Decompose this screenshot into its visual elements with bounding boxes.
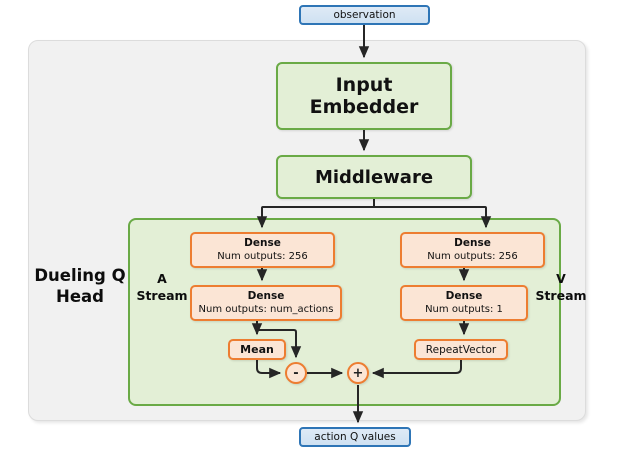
action-q-values-node[interactable]: action Q values <box>299 427 411 447</box>
observation-label: observation <box>333 9 396 21</box>
a-stream-label-line2: Stream <box>136 288 188 303</box>
a-stream-dense2-subtitle: Num outputs: num_actions <box>198 304 334 315</box>
v-stream-dense2-subtitle: Num outputs: 1 <box>425 304 503 315</box>
v-stream-label: V Stream <box>533 270 589 304</box>
a-stream-label: A Stream <box>134 270 190 304</box>
v-stream-label-line1: V <box>556 271 566 286</box>
dueling-q-head-label: Dueling Q Head <box>34 265 126 307</box>
add-operator-icon[interactable]: + <box>347 362 369 384</box>
a-stream-dense2-title: Dense <box>247 290 285 302</box>
dueling-q-head-label-line1: Dueling Q <box>34 266 126 285</box>
input-embedder-node[interactable]: Input Embedder <box>276 62 452 130</box>
subtract-operator-symbol: - <box>293 365 299 381</box>
subtract-operator-icon[interactable]: - <box>285 362 307 384</box>
a-stream-dense2-node[interactable]: Dense Num outputs: num_actions <box>190 285 342 321</box>
v-stream-dense1-node[interactable]: Dense Num outputs: 256 <box>400 232 545 268</box>
repeat-vector-label: RepeatVector <box>425 343 497 356</box>
middleware-node[interactable]: Middleware <box>276 155 472 199</box>
add-operator-symbol: + <box>352 365 364 381</box>
mean-label: Mean <box>240 343 274 356</box>
middleware-label: Middleware <box>314 166 434 188</box>
v-stream-dense1-subtitle: Num outputs: 256 <box>427 251 518 262</box>
dueling-q-head-label-line2: Head <box>56 287 104 306</box>
mean-node[interactable]: Mean <box>228 339 286 360</box>
v-stream-dense2-node[interactable]: Dense Num outputs: 1 <box>400 285 528 321</box>
a-stream-dense1-node[interactable]: Dense Num outputs: 256 <box>190 232 335 268</box>
input-embedder-label: Input Embedder <box>309 74 419 118</box>
a-stream-label-line1: A <box>157 271 167 286</box>
v-stream-dense1-title: Dense <box>454 237 491 249</box>
observation-node[interactable]: observation <box>299 5 430 25</box>
a-stream-dense1-title: Dense <box>244 237 281 249</box>
a-stream-dense1-subtitle: Num outputs: 256 <box>217 251 308 262</box>
v-stream-dense2-title: Dense <box>445 290 483 302</box>
repeat-vector-node[interactable]: RepeatVector <box>414 339 508 360</box>
v-stream-label-line2: Stream <box>535 288 587 303</box>
action-q-values-label: action Q values <box>314 431 396 443</box>
